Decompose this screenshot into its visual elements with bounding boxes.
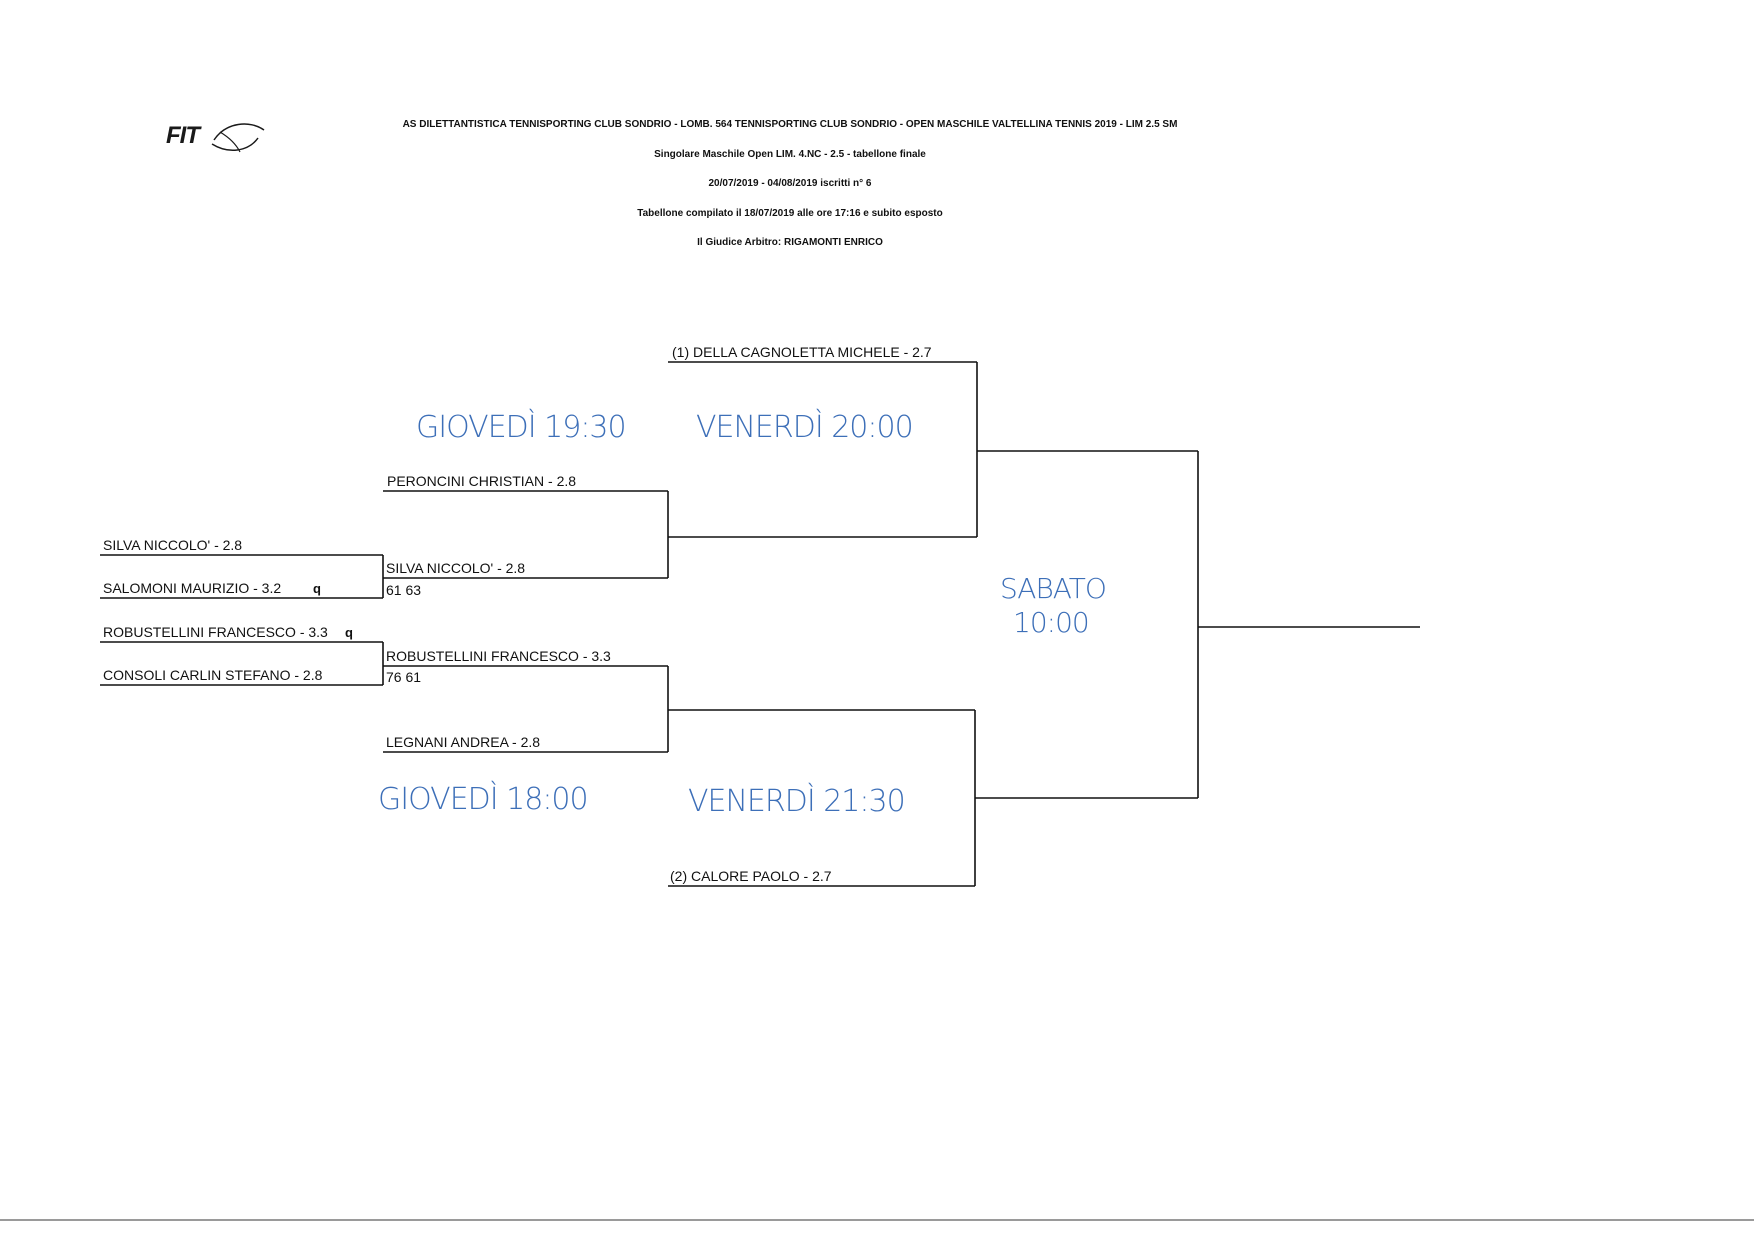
r1-player-3-qualifier-flag: q — [345, 625, 353, 640]
fit-logo-text: FIT — [166, 122, 200, 149]
r2-winner-1-score: 61 63 — [386, 582, 422, 598]
event-name: Singolare Maschile Open LIM. 4.NC - 2.5 … — [654, 148, 926, 160]
r2-player-1: PERONCINI CHRISTIAN - 2.8 — [387, 473, 577, 489]
handwritten-final-time: 10:00 — [1013, 606, 1090, 639]
r1-player-4: CONSOLI CARLIN STEFANO - 2.8 — [103, 667, 323, 683]
event-dates: 20/07/2019 - 04/08/2019 iscritti n° 6 — [708, 178, 872, 189]
tournament-title: AS DILETTANTISTICA TENNISPORTING CLUB SO… — [402, 119, 1178, 130]
draw-compiled-note: Tabellone compilato il 18/07/2019 alle o… — [637, 207, 943, 219]
r1-player-1: SILVA NICCOLO' - 2.8 — [103, 537, 243, 553]
sf-seed-1: (1) DELLA CAGNOLETTA MICHELE - 2.7 — [672, 344, 932, 360]
handwritten-time-sf-top: VENERDÌ 20:00 — [696, 410, 914, 445]
fit-logo: FIT — [166, 118, 266, 162]
tournament-header: AS DILETTANTISTICA TENNISPORTING CLUB SO… — [360, 118, 1220, 266]
r1-player-2: SALOMONI MAURIZIO - 3.2 — [103, 580, 282, 596]
r2-winner-2: ROBUSTELLINI FRANCESCO - 3.3 — [386, 648, 611, 664]
sf-seed-2: (2) CALORE PAOLO - 2.7 — [670, 868, 832, 884]
r1-player-2-qualifier-flag: q — [313, 581, 321, 596]
r2-winner-1: SILVA NICCOLO' - 2.8 — [386, 560, 526, 576]
tennis-ball-icon — [211, 123, 265, 153]
r1-player-3: ROBUSTELLINI FRANCESCO - 3.3 — [103, 624, 328, 640]
handwritten-time-r2-top: GIOVEDÌ 19:30 — [416, 410, 627, 445]
r2-winner-2-score: 76 61 — [386, 669, 422, 685]
handwritten-time-sf-bottom: VENERDÌ 21:30 — [688, 784, 906, 819]
r2-player-4: LEGNANI ANDREA - 2.8 — [386, 734, 541, 750]
referee-name: Il Giudice Arbitro: RIGAMONTI ENRICO — [697, 237, 883, 248]
handwritten-time-r2-bottom: GIOVEDÌ 18:00 — [378, 782, 589, 817]
scan-edge-divider — [0, 1219, 1754, 1221]
handwritten-final-day: SABATO — [1000, 572, 1107, 605]
